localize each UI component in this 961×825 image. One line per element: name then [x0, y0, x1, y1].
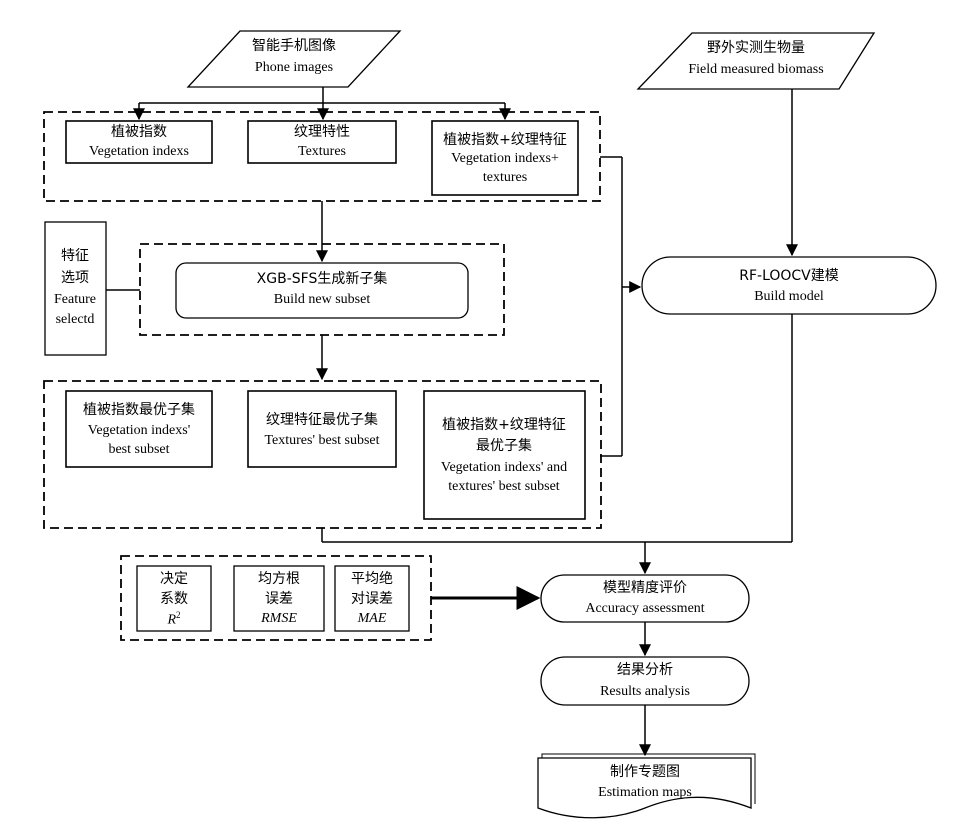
feature-vi-zh: 植被指数 [111, 124, 167, 140]
feature-texture-en: Textures [297, 144, 347, 159]
metric-rmse-box [233, 565, 325, 632]
phone-images-node [186, 30, 402, 88]
maps-en: Estimation maps [598, 785, 692, 800]
field-biomass-node [636, 32, 876, 90]
metric-rmse-zh2: 误差 [265, 591, 293, 607]
best-texture-zh: 纹理特征最优子集 [266, 412, 378, 428]
best-vi-texture-en1: Vegetation indexs' and [440, 460, 568, 475]
feature-texture-box [247, 120, 397, 164]
rf-model-en: Build model [754, 289, 824, 304]
xgb-en: Build new subset [273, 292, 371, 307]
best-vi-en1: Vegetation indexs' [87, 423, 191, 438]
feature-selected-zh2: 选项 [61, 270, 89, 286]
metric-r2-en: R2 [167, 610, 181, 628]
best-vi-texture-zh1: 植被指数+纹理特征 [442, 417, 566, 433]
metric-mae-zh1: 平均绝 [351, 571, 393, 587]
feature-vi-texture-en1: Vegetation indexs+ [451, 151, 559, 166]
metric-mae-en: MAE [357, 611, 387, 626]
results-en: Results analysis [600, 684, 690, 699]
best-vi-en2: best subset [108, 442, 170, 457]
metric-rmse-zh1: 均方根 [258, 571, 300, 587]
feature-selected-box [44, 221, 107, 356]
best-texture-box [247, 390, 397, 468]
feature-vi-texture-zh: 植被指数+纹理特征 [443, 132, 567, 148]
results-zh: 结果分析 [617, 662, 673, 678]
best-vi-box [65, 390, 213, 468]
best-vi-texture-en2: textures' best subset [448, 479, 560, 494]
best-vi-texture-zh2: 最优子集 [476, 438, 532, 454]
phone-images-en: Phone images [254, 60, 334, 75]
feature-vi-box [65, 120, 213, 164]
feature-vi-en: Vegetation indexs [89, 144, 189, 159]
maps-node [537, 757, 752, 819]
field-biomass-zh: 野外实测生物量 [707, 40, 805, 56]
phone-images-zh: 智能手机图像 [252, 38, 336, 54]
metric-r2-zh2: 系数 [160, 591, 188, 607]
best-vi-zh: 植被指数最优子集 [83, 402, 195, 418]
feature-selected-zh1: 特征 [61, 248, 89, 264]
xgb-zh: XGB-SFS生成新子集 [256, 271, 388, 287]
best-vi-texture-box [423, 390, 586, 520]
metric-r2-zh1: 决定 [160, 571, 188, 587]
metric-r2-box [136, 565, 212, 632]
xgb-box [175, 262, 469, 319]
rf-model-zh: RF-LOOCV建模 [739, 268, 839, 284]
rf-model-node [641, 256, 937, 315]
field-biomass-en: Field measured biomass [688, 62, 824, 77]
feature-texture-zh: 纹理特性 [294, 124, 350, 140]
accuracy-zh: 模型精度评价 [603, 580, 687, 596]
metric-mae-zh2: 对误差 [351, 591, 393, 607]
feature-selected-en1: Feature [54, 292, 96, 307]
feature-selected-en2: selectd [55, 312, 95, 327]
best-texture-en1: Textures' best subset [264, 433, 380, 448]
accuracy-en: Accuracy assessment [585, 601, 705, 616]
feature-vi-texture-box [431, 120, 579, 196]
metric-rmse-en: RMSE [261, 611, 297, 626]
feature-vi-texture-en2: textures [482, 170, 528, 185]
maps-zh: 制作专题图 [610, 764, 680, 780]
metric-mae-box [334, 565, 410, 632]
